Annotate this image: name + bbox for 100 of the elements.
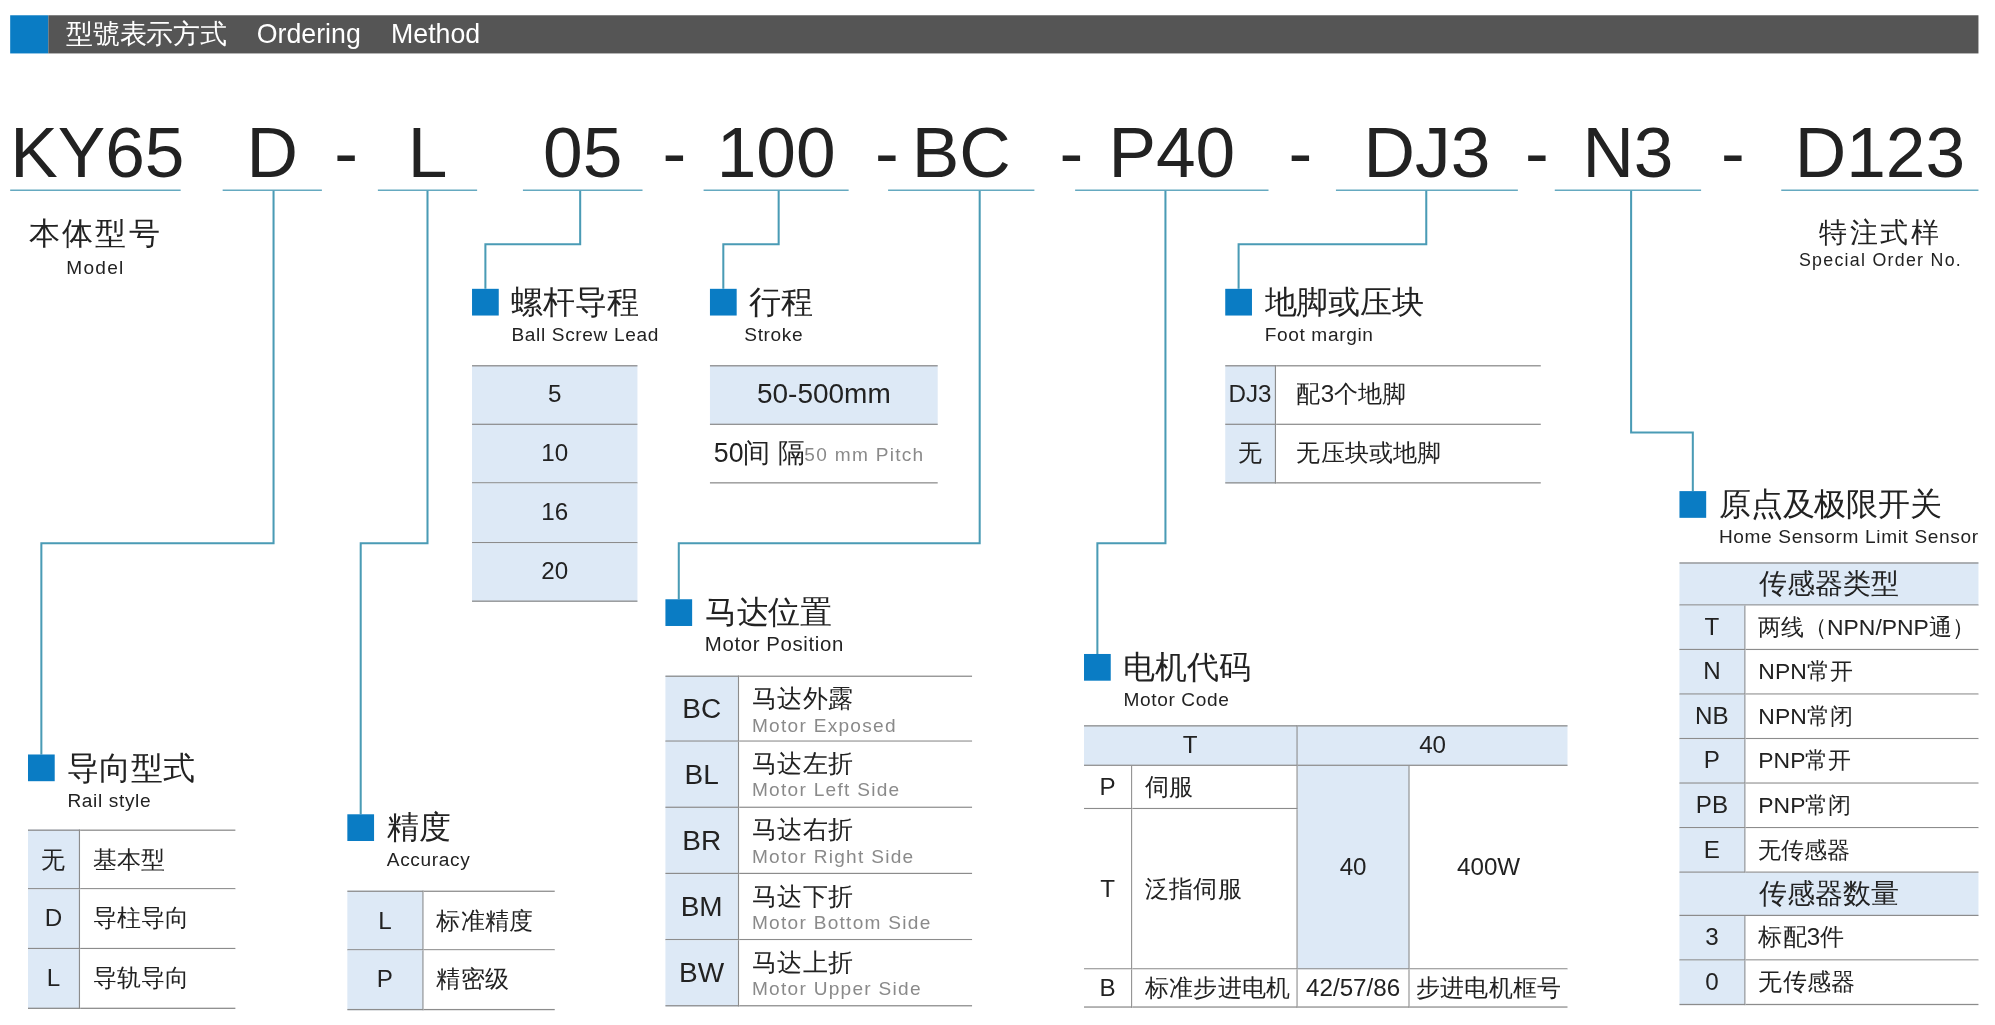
table-cell: 配3个地脚 — [1276, 365, 1541, 425]
table-cell: 导轨导向 — [80, 949, 236, 1009]
table-cell: 伺服 — [1132, 765, 1298, 810]
cell-text: 马达下折 — [751, 880, 854, 911]
table-cell: PB — [1679, 783, 1746, 829]
section-heading: 马达位置 — [704, 593, 833, 632]
table-cell: 传感器类型 — [1679, 562, 1979, 606]
table-cell: 10 — [472, 424, 638, 484]
table-cell: 精密级 — [423, 950, 555, 1011]
cell-text: 50间 隔 — [713, 437, 805, 470]
table-cell: 无 — [28, 829, 81, 890]
table-cell: 3 — [1679, 916, 1746, 961]
leader-line — [1096, 190, 1167, 654]
table-cell: T — [1084, 809, 1133, 970]
code-segment: DJ3 — [1335, 114, 1518, 191]
cell-subtext: 50 mm Pitch — [804, 442, 925, 465]
segment-sublabel: Model — [65, 255, 126, 278]
table-cell: 无 — [1225, 424, 1277, 484]
segment-label: 特注式样 — [1818, 215, 1943, 251]
table-cell: BL — [665, 741, 740, 808]
table-cell: 40 — [1297, 725, 1568, 766]
separator-dash: - — [1720, 114, 1746, 191]
segment-label: 本体型号 — [28, 215, 163, 253]
table-cell: 基本型 — [80, 829, 236, 890]
leader-line — [1237, 190, 1428, 289]
cell-text: 马达左折 — [751, 748, 854, 779]
segment-sublabel: Special Order No. — [1797, 249, 1964, 270]
table-cell: 0 — [1679, 960, 1746, 1006]
cell-text: 马达外露 — [751, 682, 854, 714]
table-cell: L — [28, 949, 81, 1009]
section-subheading: Ball Screw Lead — [511, 323, 659, 347]
table-cell: N — [1679, 650, 1746, 695]
section-subheading: Stroke — [744, 323, 804, 347]
leader-line — [359, 190, 429, 815]
code-segment: 05 — [522, 114, 643, 191]
table-cell: DJ3 — [1225, 365, 1277, 425]
code-segment: KY65 — [10, 114, 181, 191]
cell-text: 马达上折 — [751, 946, 854, 978]
separator-dash: - — [661, 114, 688, 191]
section-heading: 螺杆导程 — [511, 282, 639, 322]
table-cell: BW — [665, 940, 740, 1007]
table-cell: BM — [665, 874, 740, 941]
cell-subtext: Motor Left Side — [751, 778, 901, 801]
code-segment: 100 — [703, 114, 849, 191]
section-subheading: Accuracy — [386, 848, 471, 872]
table-cell: PNP常开 — [1745, 739, 1979, 784]
section-subheading: Motor Position — [704, 633, 844, 657]
section-heading: 地脚或压块 — [1264, 282, 1424, 322]
table-cell: 无传感器 — [1745, 828, 1979, 873]
leader-line — [1630, 190, 1694, 492]
section-heading: 电机代码 — [1123, 647, 1251, 687]
table-cell: L — [347, 890, 424, 951]
code-segment: D — [222, 114, 322, 191]
table-cell: T — [1084, 725, 1298, 766]
leader-line — [722, 190, 780, 289]
section-heading: 行程 — [749, 282, 813, 322]
table-cell: 20 — [472, 542, 638, 602]
table-cell: 标准精度 — [423, 890, 555, 951]
table-cell: P — [1679, 739, 1746, 784]
leader-line — [484, 190, 582, 289]
separator-dash: - — [333, 114, 359, 191]
table-cell: 16 — [472, 483, 638, 543]
table-cell: BR — [665, 807, 740, 875]
table-cell: 5 — [472, 365, 638, 425]
cell-subtext: Motor Upper Side — [751, 977, 922, 999]
leader-line — [40, 190, 275, 755]
table-cell: P — [347, 950, 424, 1011]
table-cell: T — [1679, 605, 1746, 651]
table-cell: 40 — [1297, 765, 1410, 970]
code-segment: N3 — [1554, 114, 1702, 191]
section-heading: 导向型式 — [67, 748, 195, 787]
code-segment: D123 — [1781, 114, 1979, 191]
code-segment: L — [377, 114, 478, 191]
section-subheading: Rail style — [67, 788, 152, 812]
table-cell: BC — [665, 675, 740, 742]
table-cell: NB — [1679, 694, 1746, 740]
section-heading: 原点及极限开关 — [1718, 485, 1942, 524]
cell-text: 马达右折 — [751, 814, 854, 845]
section-subheading: Motor Code — [1123, 688, 1230, 712]
table-cell: P — [1084, 765, 1133, 810]
section-subheading: Foot margin — [1264, 323, 1374, 347]
cell-subtext: Motor Right Side — [751, 844, 915, 867]
section-subheading: Home Sensorm Limit Sensor — [1718, 525, 1979, 549]
table-cell: 标准步进电机 — [1132, 969, 1298, 1008]
leader-line — [677, 190, 981, 600]
table-cell: B — [1084, 969, 1133, 1008]
table-cell: 导柱导向 — [80, 889, 236, 950]
table-cell: 传感器数量 — [1679, 872, 1979, 917]
separator-dash: - — [1287, 114, 1314, 191]
table-cell: 无压块或地脚 — [1276, 424, 1541, 484]
table-cell: D — [28, 889, 81, 950]
page-title: 型號表示方式 Ordering Method — [48, 15, 1979, 54]
cell-subtext: Motor Bottom Side — [751, 911, 932, 933]
table-cell: 50-500mm — [709, 365, 938, 425]
separator-dash: - — [1524, 114, 1550, 191]
section-heading: 精度 — [386, 808, 451, 847]
table-cell: 42/57/86 — [1297, 969, 1410, 1008]
cell-subtext: Motor Exposed — [751, 713, 897, 735]
table-cell: E — [1679, 828, 1746, 873]
table-cell: 泛指伺服 — [1132, 809, 1298, 970]
